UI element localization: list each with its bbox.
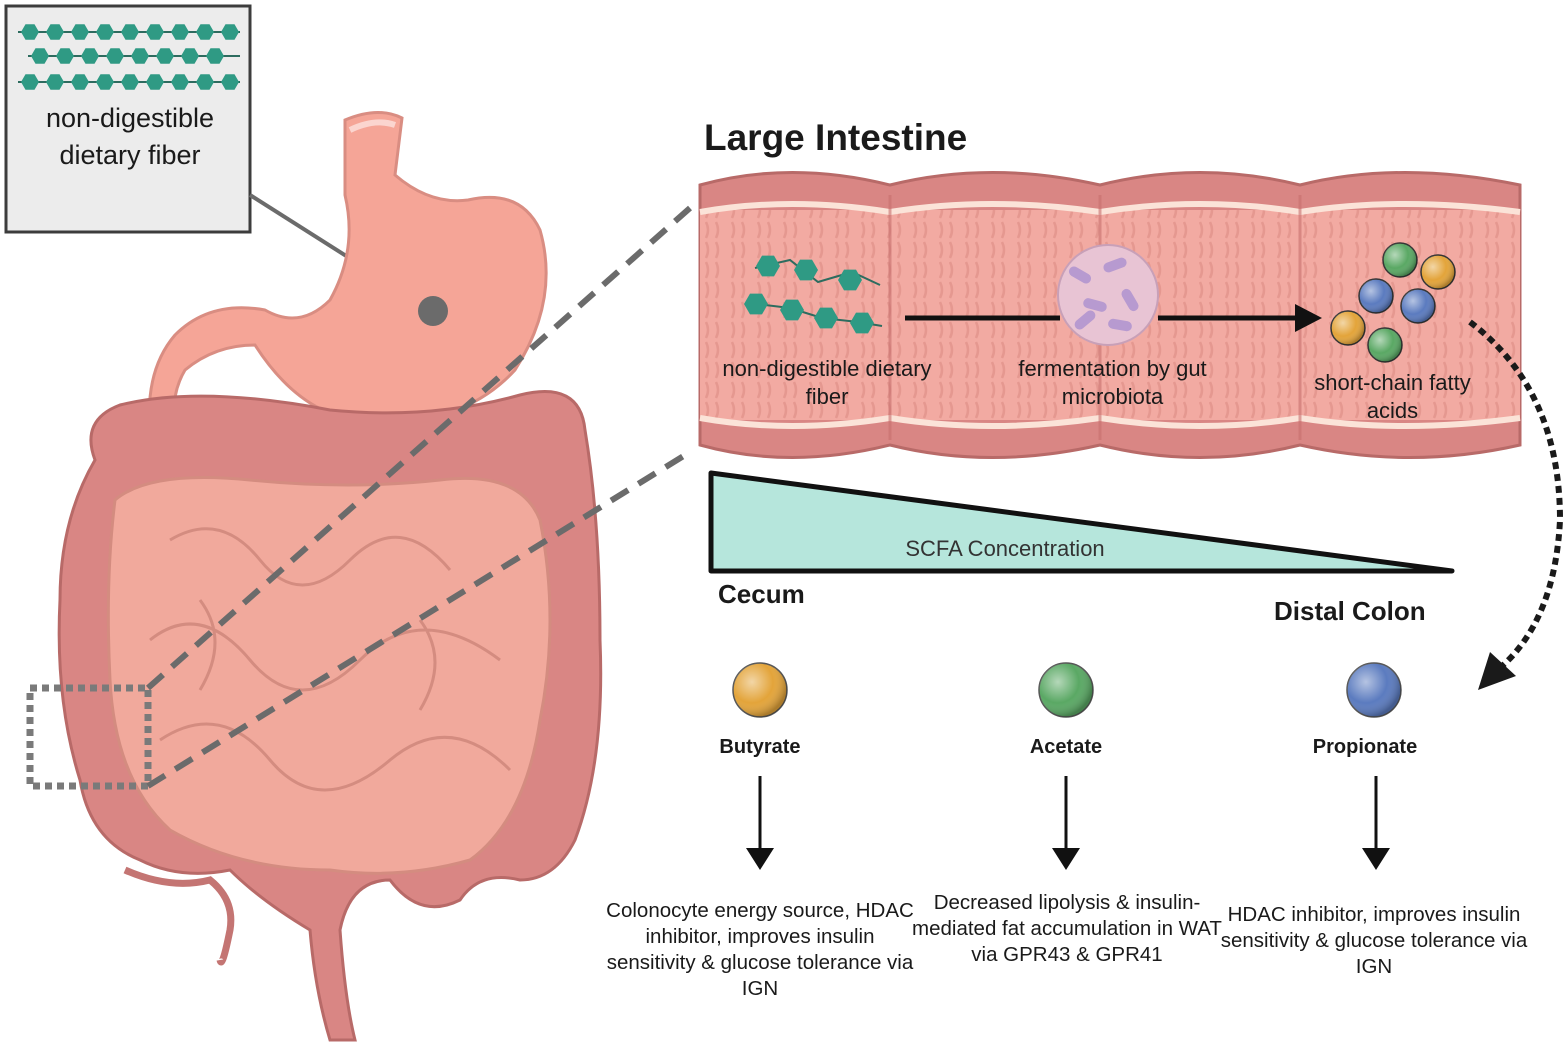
tube-fiber-icon (744, 255, 883, 334)
stomach-icon (147, 111, 548, 432)
intestine-icon (106, 476, 552, 875)
curved-arrow-head (1478, 652, 1516, 690)
butyrate-label: Butyrate (719, 736, 801, 758)
scfa-concentration-label: SCFA Concentration (905, 536, 1105, 561)
zoom-line-top (146, 205, 692, 691)
propionate-label: Propionate (1312, 736, 1418, 758)
cecum-label: Cecum (718, 579, 805, 609)
large-intestine-title: Large Intestine (704, 117, 968, 158)
butyrate-effect: Colonocyte energy source, HDAC inhibitor… (606, 899, 914, 1001)
acid-balls (732, 662, 1402, 718)
fiber-chain-icon (18, 24, 240, 90)
fiber-callout-box (4, 4, 252, 234)
scfa-gradient-wedge (708, 470, 1455, 574)
zoom-line-bottom (146, 449, 692, 789)
step-scfa-label: short-chain fatty acids (1314, 370, 1471, 423)
acetate-label: Acetate (1029, 736, 1103, 758)
acid-arrows (746, 776, 1390, 870)
step-fermentation-label: fermentation by gut microbiota (1018, 356, 1207, 409)
stomach-pointer-dot (418, 296, 448, 326)
process-arrow-2-head (1295, 304, 1322, 332)
distal-colon-label: Distal Colon (1274, 596, 1426, 626)
step-fiber-label: non-digestible dietary fiber (722, 356, 932, 409)
curved-dotted-arrow (1468, 319, 1564, 671)
propionate-effect: HDAC inhibitor, improves insulin sensiti… (1220, 903, 1528, 979)
acetate-effect: Decreased lipolysis & insulin-mediated f… (912, 891, 1222, 967)
fiber-box-label: non-digestible dietary fiber (45, 103, 215, 170)
scfa-molecule-icon (1330, 242, 1456, 363)
microbe-icon (1057, 244, 1159, 346)
